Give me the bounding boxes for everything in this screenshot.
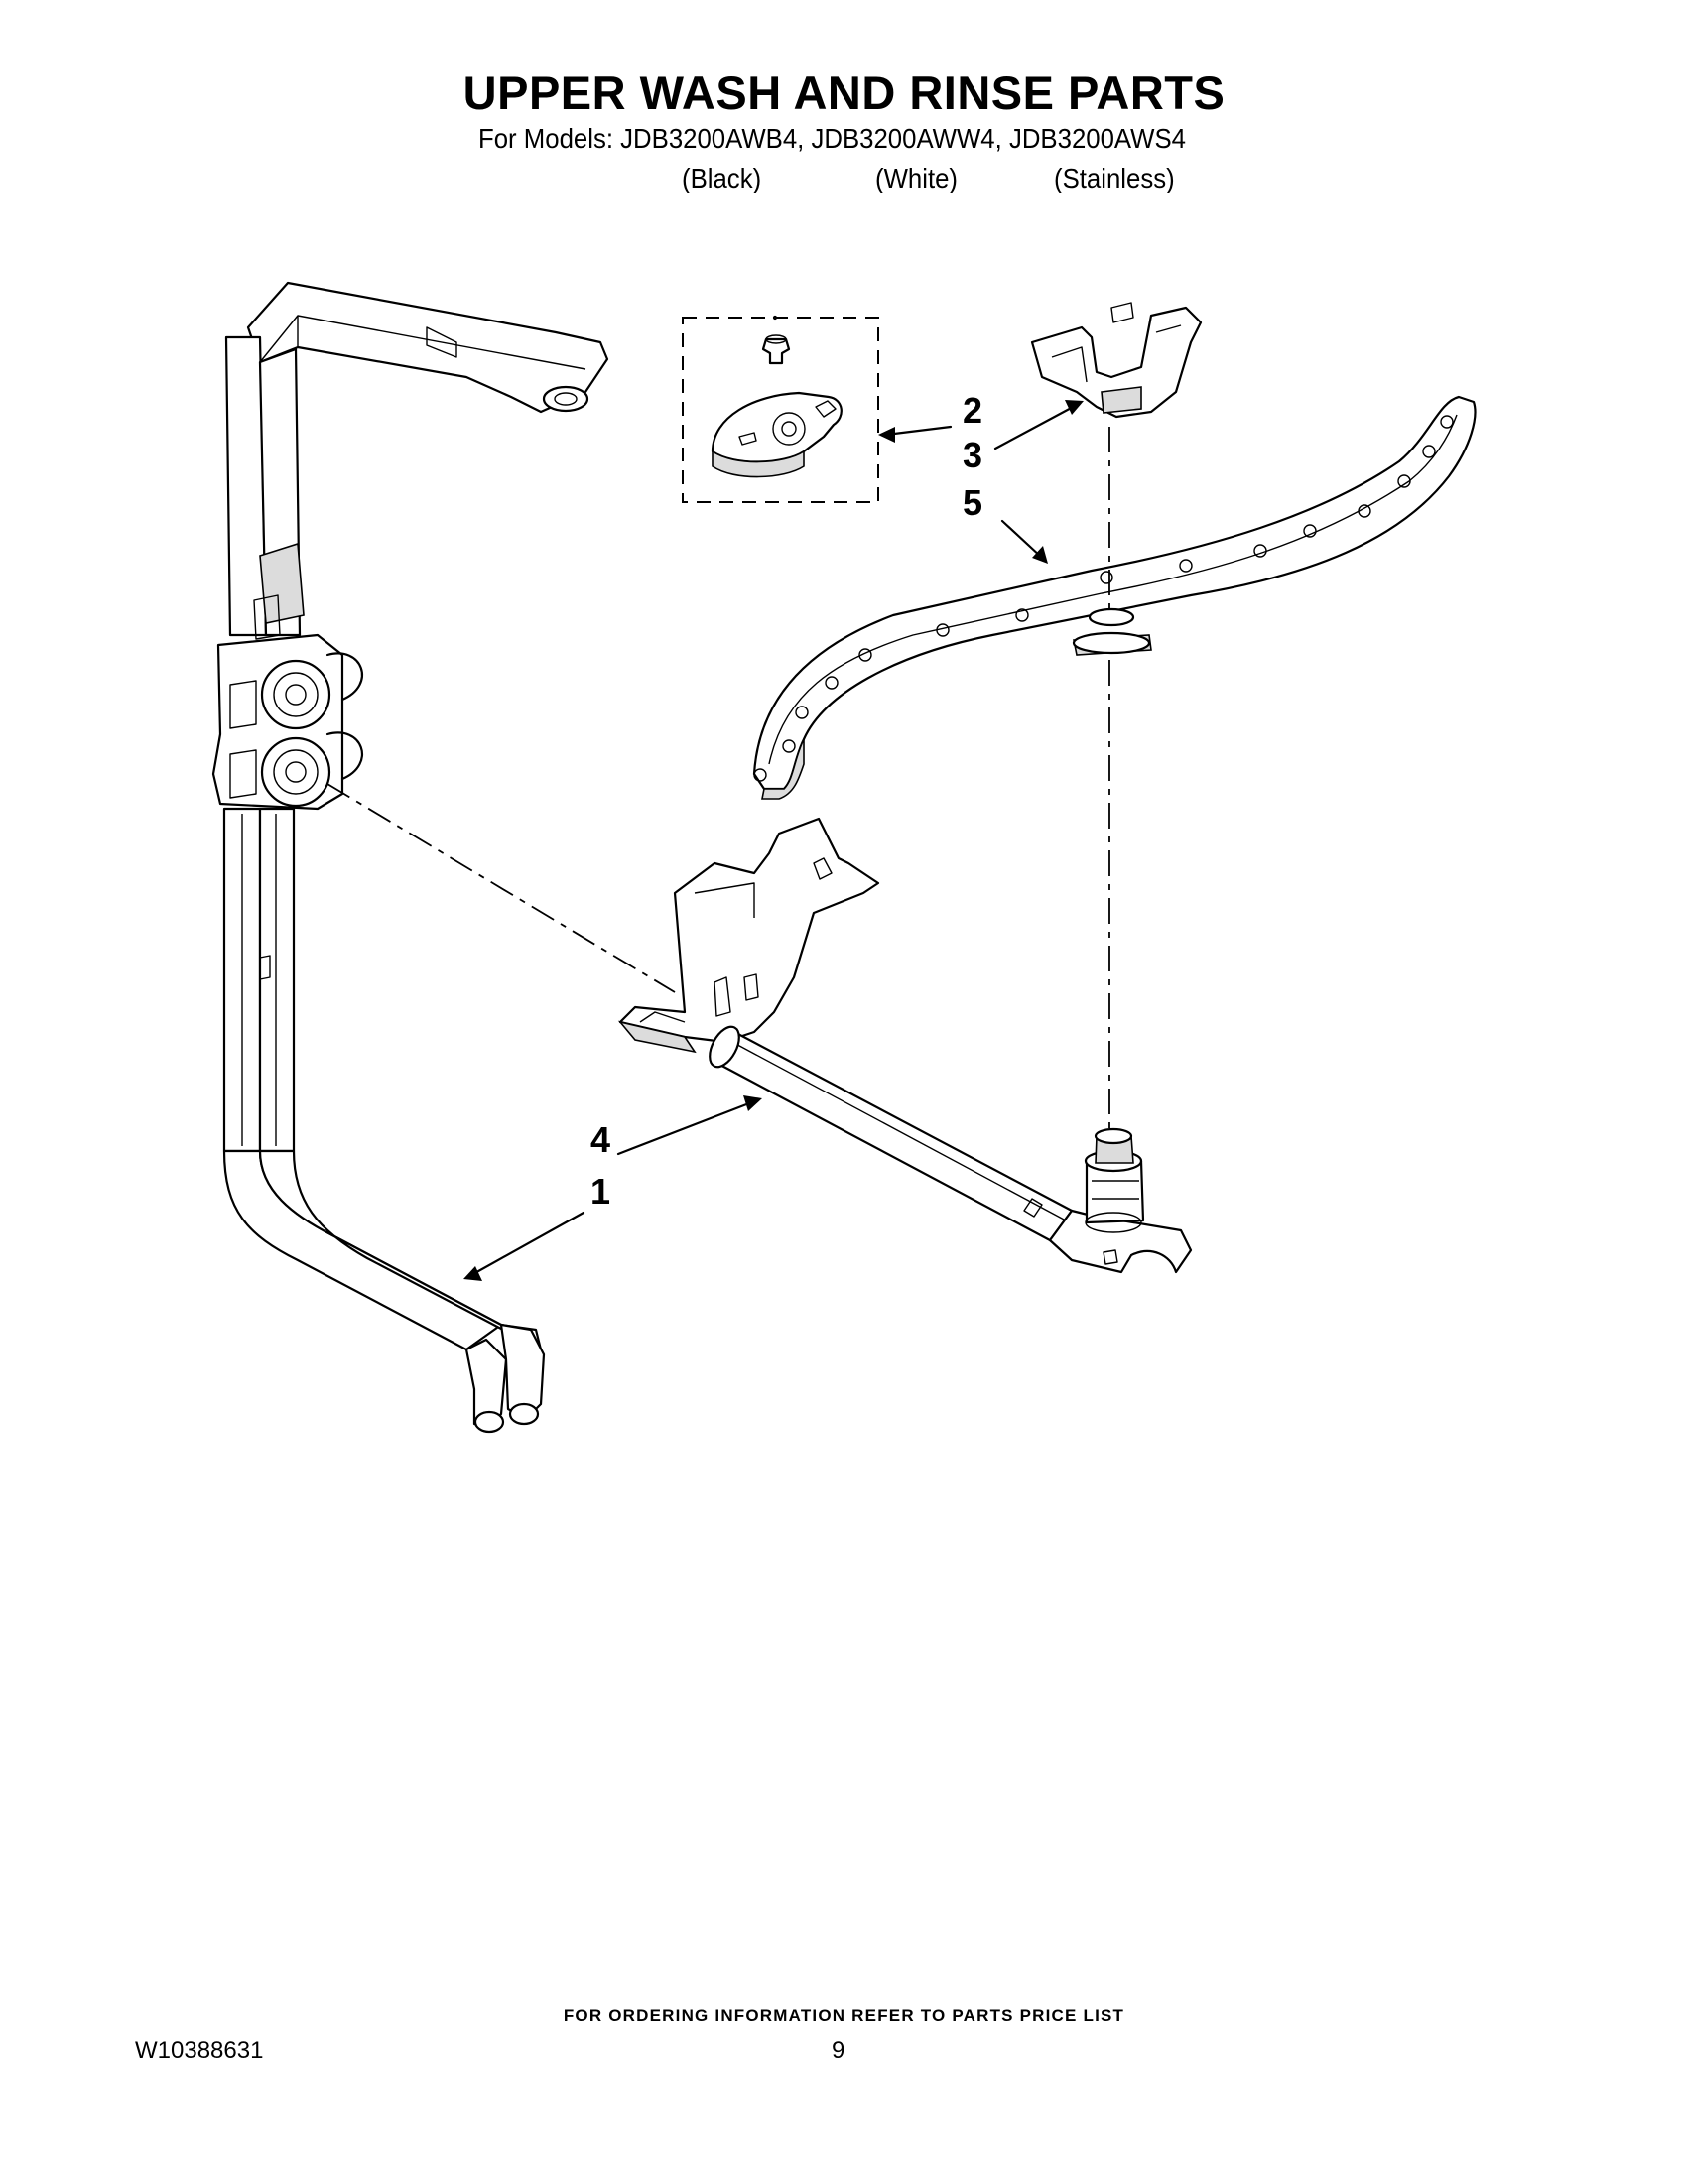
manifold-tube-icon [617,817,1193,1274]
variant-white: (White) [875,163,959,193]
callout-1: 1 [590,1171,611,1212]
spray-arm-icon [752,395,1477,800]
ordering-note: FOR ORDERING INFORMATION REFER TO PARTS … [563,2006,1125,2025]
bearing-icon [682,315,879,503]
callout-5: 5 [963,482,983,523]
callout-3: 3 [963,435,983,475]
variant-black: (Black) [682,163,762,193]
models-line: For Models: JDB3200AWB4, JDB3200AWW4, JD… [478,123,1186,154]
variant-stainless: (Stainless) [1054,163,1175,193]
arm-manifold-icon [1030,302,1203,419]
callout-2: 2 [963,390,983,431]
alignment-line-connector [326,783,676,993]
page-title: UPPER WASH AND RINSE PARTS [462,66,1226,119]
supply-tube-icon [211,281,609,1434]
document-number: W10388631 [135,2037,264,2064]
page-number: 9 [832,2037,845,2064]
leader-arrows [463,400,1084,1281]
callout-4: 4 [590,1119,611,1160]
